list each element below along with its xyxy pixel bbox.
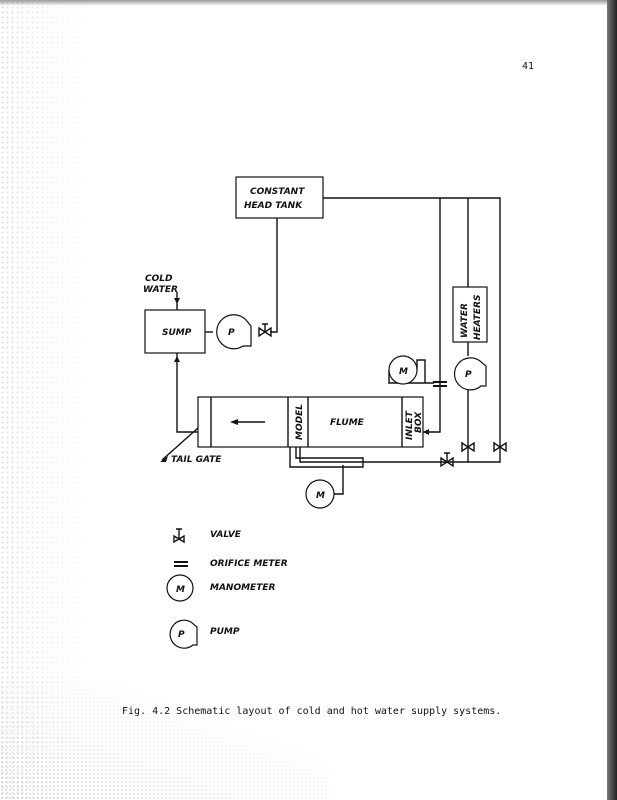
legend-manometer: MANOMETER <box>210 583 275 593</box>
valve-icon <box>461 441 475 453</box>
scan-edge-right <box>607 0 617 800</box>
heaters-label-1: WATER <box>460 303 470 338</box>
figure-caption: Fig. 4.2 Schematic layout of cold and ho… <box>122 706 501 717</box>
sump <box>144 309 206 354</box>
valve-icon <box>173 528 185 544</box>
scan-noise-left <box>0 0 90 800</box>
valve-icon <box>258 323 272 338</box>
tank-label-2: HEAD TANK <box>244 201 303 211</box>
legend-orifice-meter: ORIFICE METER <box>210 559 288 569</box>
manometer-icon: M <box>166 574 194 602</box>
cold-water-label-2: WATER <box>143 285 178 295</box>
tail-gate-label: TAIL GATE <box>171 455 222 465</box>
valve-icon <box>493 441 507 453</box>
pipes <box>161 197 501 495</box>
model-label: MODEL <box>295 404 305 440</box>
pump-label: P <box>465 370 472 380</box>
flume <box>197 396 424 448</box>
tank-label-1: CONSTANT <box>250 187 305 197</box>
pump-icon: P <box>216 314 252 350</box>
inlet-box-label-2: BOX <box>414 411 424 433</box>
water-heaters <box>452 286 488 343</box>
pump-label: P <box>228 328 235 338</box>
manometer-label: M <box>399 367 408 377</box>
legend: VALVE ORIFICE METER M MANOMETER P PUMP <box>166 528 288 649</box>
sump-label: SUMP <box>162 328 192 338</box>
valve-icon <box>440 452 454 468</box>
cold-water-label-1: COLD <box>145 274 173 284</box>
pump-icon: P <box>453 357 487 391</box>
heaters-label-2: HEATERS <box>473 295 483 340</box>
legend-pump: PUMP <box>210 627 240 637</box>
page-number: 41 <box>522 61 534 72</box>
orifice-meter-icon <box>174 561 188 567</box>
constant-head-tank <box>235 176 324 219</box>
inlet-box-label-1: INLET <box>405 410 415 440</box>
svg-text:M: M <box>176 585 185 595</box>
scan-edge-top <box>0 0 617 6</box>
scan-noise-bottom <box>0 680 330 800</box>
flume-label: FLUME <box>330 418 365 428</box>
manometer-icon: M <box>388 355 418 385</box>
manometer-icon: M <box>305 479 335 509</box>
manometer-label: M <box>316 491 325 501</box>
pump-icon: P <box>169 619 198 649</box>
orifice-meter-icon <box>433 381 447 387</box>
legend-valve: VALVE <box>210 530 242 540</box>
svg-text:P: P <box>178 630 185 640</box>
